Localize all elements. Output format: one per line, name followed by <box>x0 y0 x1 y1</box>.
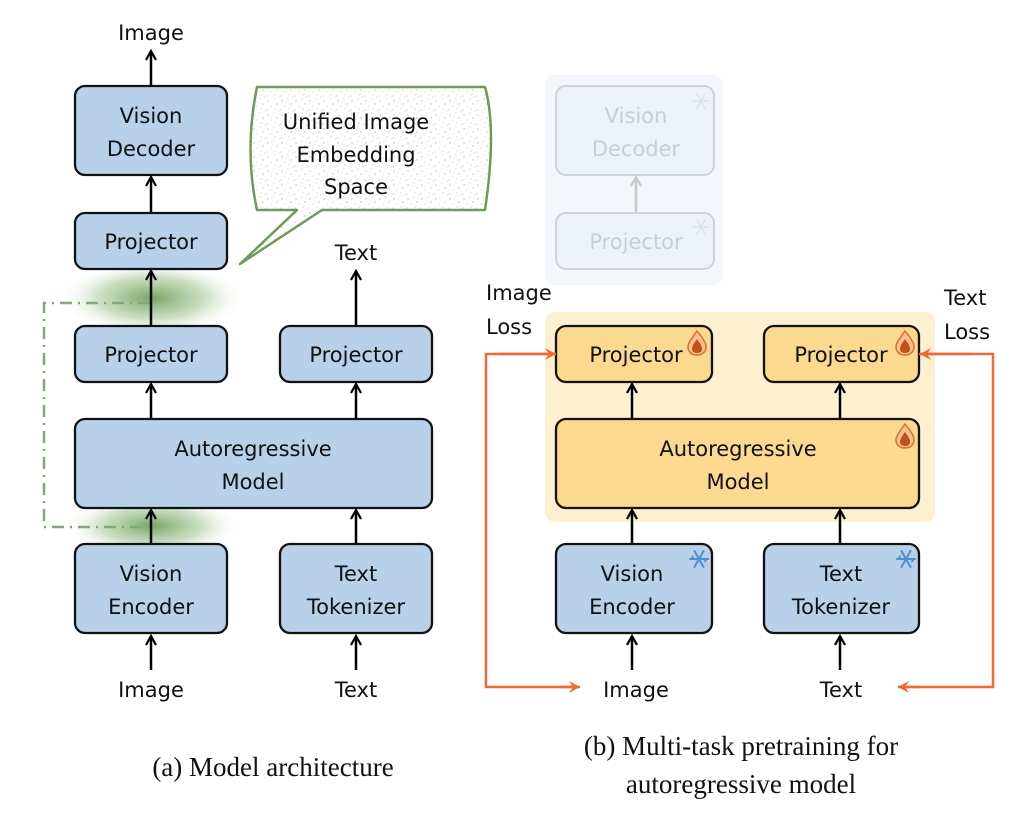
text-loss-line-2: Loss <box>944 320 990 344</box>
snowflake-icon <box>896 550 916 568</box>
input-text-label-b: Text <box>819 678 862 702</box>
faded-projector-label: Projector <box>589 230 683 254</box>
image-loss-line-2: Loss <box>486 315 532 339</box>
flame-icon <box>687 329 707 356</box>
autoregressive-line-1: Autoregressive <box>174 437 331 461</box>
vision-encoder-line-1: Vision <box>120 562 183 586</box>
autoregressive-model-box-b <box>554 417 921 510</box>
autoregressive-line-2: Model <box>221 470 284 494</box>
autoregressive-line-2-b: Model <box>706 470 769 494</box>
flame-icon <box>895 329 915 356</box>
vision-encoder-line-2-b: Encoder <box>589 595 675 619</box>
output-text-label: Text <box>334 241 377 265</box>
vision-encoder-line-2: Encoder <box>108 595 194 619</box>
vision-encoder-line-1-b: Vision <box>601 562 664 586</box>
input-text-label: Text <box>334 678 377 702</box>
projector-text-label-b: Projector <box>794 343 888 367</box>
callout-line-1: Unified Image <box>283 110 429 134</box>
autoregressive-model-box <box>73 417 434 510</box>
panel-b: Vision Decoder Projector Image Loss Text… <box>484 75 995 799</box>
text-tokenizer-box-b <box>762 542 921 635</box>
callout-line-3: Space <box>324 175 388 199</box>
output-image-label: Image <box>118 21 184 45</box>
text-tokenizer-line-2: Tokenizer <box>306 595 406 619</box>
embedding-skip-connector <box>42 301 150 529</box>
projector-image-label-b: Projector <box>589 343 683 367</box>
snowflake-icon <box>692 219 710 235</box>
input-image-label-b: Image <box>603 678 669 702</box>
image-loss-line-1: Image <box>486 281 552 305</box>
projector-top-label: Projector <box>104 230 198 254</box>
caption-b-line-2: autoregressive model <box>626 769 856 799</box>
text-tokenizer-line-1: Text <box>334 562 377 586</box>
unified-embedding-callout <box>238 85 493 266</box>
faded-vision-decoder-line-2: Decoder <box>592 137 681 161</box>
faded-vision-decoder-line-1: Vision <box>605 104 668 128</box>
projector-image-label: Projector <box>104 343 198 367</box>
faded-vision-decoder-box <box>555 85 715 176</box>
panel-a: Unified Image Embedding Space Image Visi… <box>42 21 493 782</box>
text-tokenizer-line-2-b: Tokenizer <box>791 595 891 619</box>
snowflake-icon <box>692 93 710 109</box>
text-loss-line-1: Text <box>943 286 986 310</box>
vision-encoder-box-b <box>554 542 714 635</box>
flame-icon <box>895 422 915 449</box>
faded-projector-box <box>555 212 715 270</box>
vision-encoder-box <box>73 542 229 635</box>
text-tokenizer-box <box>278 542 434 635</box>
projector-text-label: Projector <box>309 343 403 367</box>
callout-line-2: Embedding <box>296 143 415 167</box>
vision-decoder-line-2: Decoder <box>107 137 196 161</box>
autoregressive-line-1-b: Autoregressive <box>659 437 816 461</box>
text-tokenizer-line-1-b: Text <box>819 562 862 586</box>
caption-a: (a) Model architecture <box>152 752 393 782</box>
vision-decoder-box <box>73 84 229 177</box>
vision-decoder-line-1: Vision <box>120 104 183 128</box>
snowflake-icon <box>689 550 709 568</box>
caption-b-line-1: (b) Multi-task pretraining for <box>584 731 898 761</box>
input-image-label: Image <box>118 678 184 702</box>
